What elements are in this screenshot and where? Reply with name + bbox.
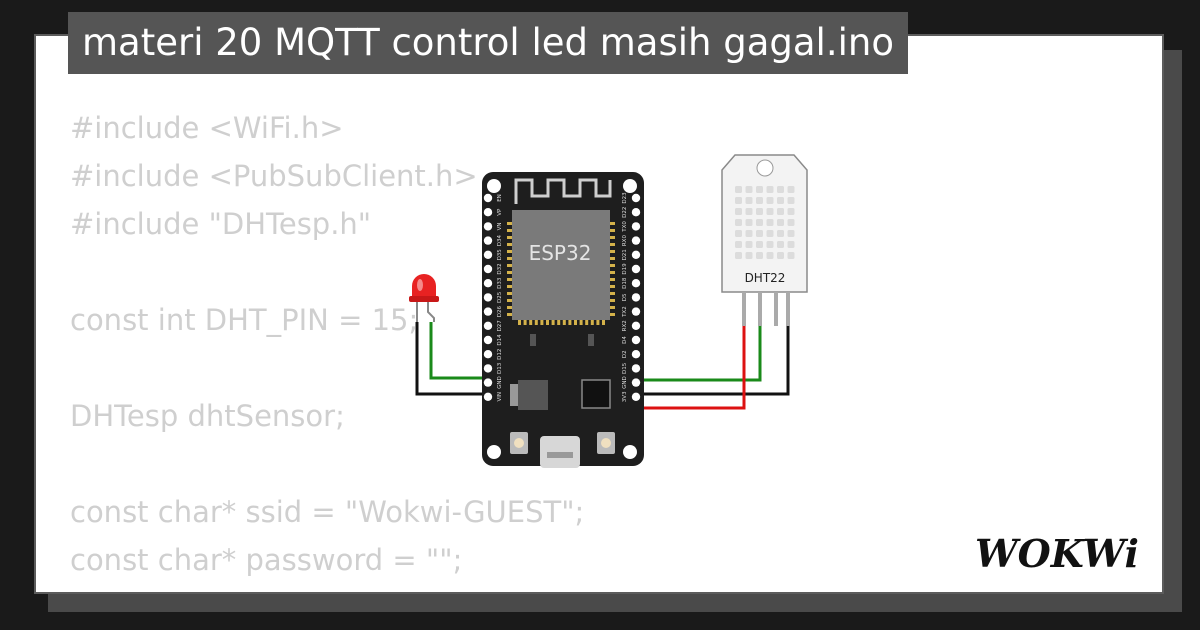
pin-label: D33 [497, 277, 503, 289]
dht22-sensor[interactable]: DHT22 [721, 154, 808, 326]
pin-d27[interactable] [483, 321, 493, 330]
pin-label: D13 [497, 362, 503, 374]
pin-d13[interactable] [483, 364, 493, 373]
code-line: const char* ssid = "Wokwi-GUEST"; [70, 495, 585, 529]
pin-label: TX2 [622, 306, 628, 318]
pin-label: GND [497, 376, 503, 389]
code-line: DHTesp dhtSensor; [70, 399, 345, 433]
wires [415, 322, 790, 410]
sensor-label: DHT22 [745, 271, 786, 285]
esp32-board[interactable]: ESP32 ENVPVND34D35D32D33D25D26D27D14D12D… [482, 172, 644, 468]
code-line: #include <WiFi.h> [70, 111, 344, 145]
pin-label: D12 [497, 349, 503, 360]
pin-vin[interactable] [483, 392, 493, 401]
pin-d25[interactable] [483, 293, 493, 302]
pin-label: D5 [622, 293, 628, 301]
pin-label: D27 [497, 320, 503, 332]
pin-label: D18 [622, 277, 628, 289]
pin-d26[interactable] [483, 307, 493, 316]
code-line: #include <PubSubClient.h> [70, 159, 478, 193]
wire-gnd-dht-gnd [631, 326, 790, 396]
chip-label: ESP32 [529, 241, 592, 265]
pin-d35[interactable] [483, 250, 493, 259]
pin-d12[interactable] [483, 350, 493, 359]
wire-d15-dht-data [631, 326, 762, 382]
pin-label: D26 [497, 305, 503, 317]
pin-rx2[interactable] [631, 321, 641, 330]
wokwi-logo: WOKWi [975, 531, 1139, 576]
pin-label: D2 [622, 350, 628, 358]
code-line: const char* mqtt_server = "test.mosquitt… [70, 584, 768, 592]
pin-label: D35 [497, 249, 503, 261]
pin-label: D34 [497, 234, 503, 246]
pin-label: D32 [497, 263, 503, 274]
pin-tx0[interactable] [631, 222, 641, 231]
project-title: materi 20 MQTT control led masih gagal.i… [68, 12, 908, 74]
pin-d34[interactable] [483, 236, 493, 245]
pin-label: VIN [497, 392, 503, 402]
pin-d22[interactable] [631, 208, 641, 217]
code-line: const char* password = ""; [70, 543, 463, 577]
red-led[interactable] [409, 274, 439, 322]
pin-d5[interactable] [631, 293, 641, 302]
pin-d32[interactable] [483, 264, 493, 274]
pin-label: EN [497, 194, 503, 202]
pin-label: RX2 [622, 320, 628, 331]
pin-vp[interactable] [483, 208, 493, 217]
pin-label: D21 [622, 249, 628, 260]
pin-3v3[interactable] [631, 392, 641, 401]
pin-vn[interactable] [483, 222, 493, 231]
pin-label: D4 [622, 336, 628, 344]
wire-led-anode-d13 [429, 322, 487, 380]
pin-label: D19 [622, 263, 628, 275]
pin-gnd[interactable] [483, 378, 493, 387]
pin-d23[interactable] [631, 193, 641, 203]
code-preview: #include <WiFi.h> #include <PubSubClient.… [70, 104, 768, 592]
pin-label: D23 [622, 192, 628, 204]
pin-label: GND [622, 376, 628, 389]
esp32-chip [512, 210, 610, 320]
pin-d4[interactable] [631, 335, 641, 345]
pin-label: D15 [622, 362, 628, 374]
pin-d21[interactable] [631, 250, 641, 259]
pin-tx2[interactable] [631, 307, 641, 316]
pin-label: D22 [622, 207, 628, 218]
pin-label: VN [497, 222, 503, 230]
pin-label: RX0 [622, 235, 628, 247]
pin-label: VP [497, 208, 503, 216]
pin-en[interactable] [483, 193, 493, 203]
pin-rx0[interactable] [631, 236, 641, 245]
pin-d19[interactable] [631, 264, 641, 274]
pin-label: D25 [497, 291, 503, 303]
pin-label: TX0 [622, 221, 628, 233]
code-line: const int DHT_PIN = 15; [70, 303, 419, 337]
pin-d18[interactable] [631, 279, 641, 288]
pin-d33[interactable] [483, 279, 493, 288]
pin-label: 3V3 [622, 391, 628, 402]
pin-d14[interactable] [483, 335, 493, 345]
pin-d2[interactable] [631, 350, 641, 359]
pin-d15[interactable] [631, 364, 641, 373]
wire-3v3-dht-vcc [631, 326, 746, 410]
code-line: #include "DHTesp.h" [70, 207, 372, 241]
pin-gnd[interactable] [631, 378, 641, 387]
pin-label: D14 [497, 334, 503, 346]
wire-led-cathode-gnd [415, 322, 487, 396]
svg-text:WOKWi: WOKWi [975, 531, 1139, 576]
